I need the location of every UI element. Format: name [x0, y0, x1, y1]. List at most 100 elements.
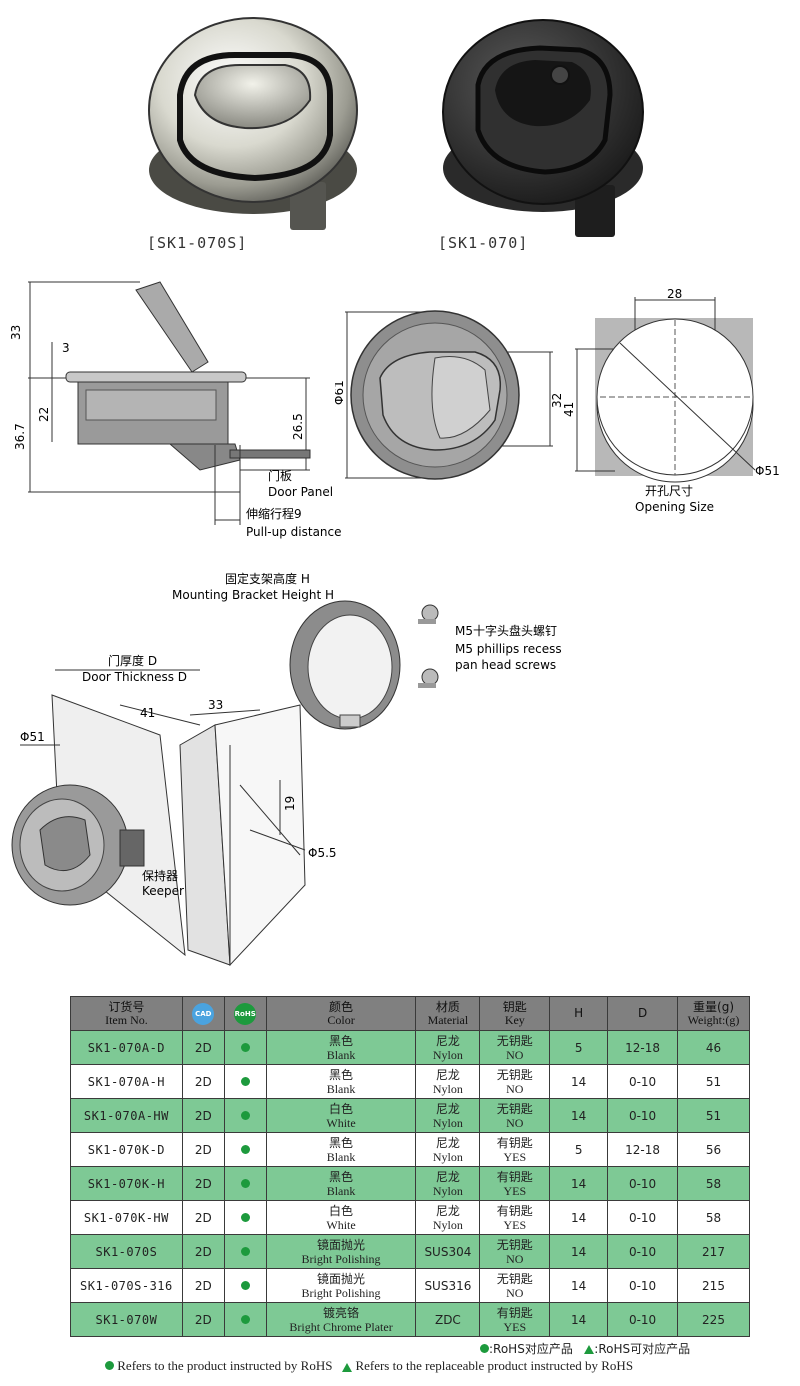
cell-h: 14	[549, 1268, 609, 1303]
bracket-height-en: Mounting Bracket Height H	[172, 588, 334, 602]
side-view-drawing: 33 3 22 36.7 26.5 门板 Door Panel 伸缩行程9 Pu…	[9, 281, 342, 539]
cell-h: 5	[549, 1132, 609, 1167]
dim-22: 22	[37, 407, 51, 422]
cell-cad: 2D	[181, 1302, 225, 1337]
door-thickness-en: Door Thickness D	[82, 670, 187, 684]
legend-en: Refers to the product instructed by RoHS…	[105, 1358, 633, 1374]
cell-cad: 2D	[181, 1098, 225, 1133]
rohs-icon: RoHS	[234, 1002, 257, 1025]
dim-phi61: Φ61	[335, 380, 346, 405]
rohs-dot-icon	[240, 1144, 250, 1154]
cell-h: 14	[549, 1064, 609, 1099]
rohs-dot-icon	[240, 1280, 250, 1290]
cell-h: 5	[549, 1030, 609, 1065]
pull-distance-cn: 伸缩行程9	[246, 506, 302, 521]
cell-rohs	[223, 1200, 267, 1235]
cell-rohs	[223, 1234, 267, 1269]
latch-installed	[11, 784, 145, 906]
rohs-dot-icon	[240, 1076, 250, 1086]
opening-size-drawing: 28 41 Φ51 开孔尺寸 Opening Size	[562, 287, 780, 514]
cell-weight: 56	[677, 1132, 750, 1167]
dim-33-install: 33	[208, 698, 223, 712]
cell-item: SK1-070A-HW	[70, 1098, 183, 1133]
cell-rohs	[223, 1030, 267, 1065]
cell-d: 0-10	[607, 1098, 679, 1133]
cell-d: 0-10	[607, 1166, 679, 1201]
dim-28: 28	[667, 287, 682, 301]
cell-h: 14	[549, 1098, 609, 1133]
cell-weight: 58	[677, 1166, 750, 1201]
caption-sk1-070s: [SK1-070S]	[147, 234, 247, 252]
product-photos: [SK1-070S] [SK1-070]	[147, 17, 644, 252]
cell-item: SK1-070K-D	[70, 1132, 183, 1167]
door-panel-cn: 门板	[268, 468, 292, 483]
dim-phi51-opening: Φ51	[755, 464, 780, 478]
cell-item: SK1-070S	[70, 1234, 183, 1269]
sk1-070s-photo	[148, 17, 358, 230]
header-h: H	[549, 996, 609, 1031]
cell-d: 0-10	[607, 1268, 679, 1303]
screw-cn: M5十字头盘头螺钉	[455, 623, 557, 638]
cell-h: 14	[549, 1200, 609, 1235]
mounting-bracket	[289, 600, 401, 730]
cell-item: SK1-070A-H	[70, 1064, 183, 1099]
cell-weight: 217	[677, 1234, 750, 1269]
cell-cad: 2D	[181, 1064, 225, 1099]
pull-distance-en: Pull-up distance	[246, 525, 342, 539]
cell-weight: 215	[677, 1268, 750, 1303]
cell-d: 0-10	[607, 1064, 679, 1099]
rohs-dot-icon	[240, 1110, 250, 1120]
cell-weight: 225	[677, 1302, 750, 1337]
cell-d: 12-18	[607, 1132, 679, 1167]
cell-weight: 46	[677, 1030, 750, 1065]
cell-rohs	[223, 1268, 267, 1303]
cell-rohs	[223, 1098, 267, 1133]
cell-d: 12-18	[607, 1030, 679, 1065]
rohs-dot-icon	[480, 1344, 489, 1353]
dim-3: 3	[62, 341, 70, 355]
cell-cad: 2D	[181, 1268, 225, 1303]
dim-36-7: 36.7	[13, 423, 27, 450]
rohs-dot-icon	[240, 1314, 250, 1324]
cad-icon: CAD	[192, 1002, 215, 1025]
cell-cad: 2D	[181, 1030, 225, 1065]
dim-26-5: 26.5	[291, 413, 305, 440]
installation-drawing: 固定支架高度 H Mounting Bracket Height H M5十字头…	[11, 571, 562, 967]
cell-cad: 2D	[181, 1200, 225, 1235]
cell-material: ZDC	[415, 1302, 481, 1337]
cell-h: 14	[549, 1302, 609, 1337]
cell-weight: 51	[677, 1098, 750, 1133]
cell-d: 0-10	[607, 1234, 679, 1269]
screw-en-1: M5 phillips recess	[455, 642, 562, 656]
sk1-070-photo	[442, 19, 644, 237]
rohs-dot-icon	[240, 1178, 250, 1188]
bracket-height-cn: 固定支架高度 H	[225, 571, 310, 586]
rohs-dot-icon	[240, 1246, 250, 1256]
cell-item: SK1-070W	[70, 1302, 183, 1337]
